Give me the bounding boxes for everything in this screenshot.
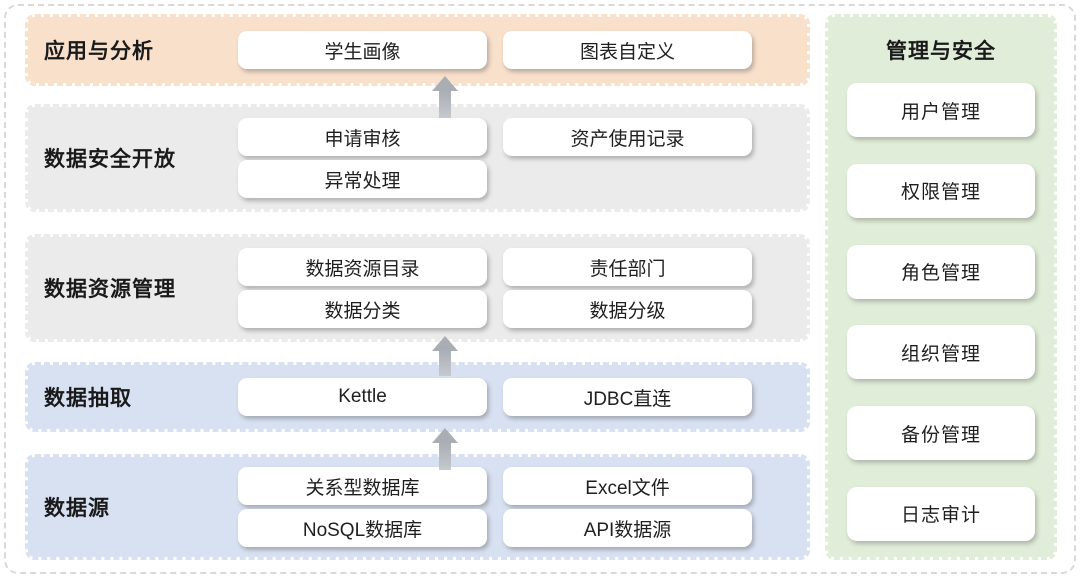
arrow-stem [439,443,451,470]
layer-modules: Kettle JDBC直连 [238,378,807,416]
module-pill: 申请审核 [238,118,487,156]
layer-data-source: 数据源 关系型数据库 Excel文件 NoSQL数据库 API数据源 [25,454,810,560]
module-pill: JDBC直连 [503,378,752,416]
module-pill: 关系型数据库 [238,467,487,505]
up-arrow-icon [432,336,458,376]
layer-modules: 学生画像图表自定义 [238,31,807,69]
arrow-head [432,428,458,443]
panel-title: 管理与安全 [886,40,996,63]
panel-module-pill: 用户管理 [847,83,1035,137]
panel-module-pill: 组织管理 [847,325,1035,380]
arrow-stem [439,91,451,118]
layer-label: 数据抽取 [44,387,132,410]
layer-application-analysis: 应用与分析 学生画像图表自定义 [25,14,810,86]
layer-label: 应用与分析 [44,40,154,63]
module-pill: 图表自定义 [503,31,752,69]
layer-modules: 关系型数据库 Excel文件 NoSQL数据库 API数据源 [238,467,807,547]
panel-module-pill: 日志审计 [847,486,1035,541]
module-pill: Kettle [238,378,487,416]
module-pill: 学生画像 [238,31,487,69]
module-pill: 数据资源目录 [238,248,487,286]
panel-management-security: 管理与安全 用户管理权限管理角色管理组织管理备份管理日志审计 [825,14,1057,560]
module-pill: 责任部门 [503,248,752,286]
panel-module-pill: 权限管理 [847,163,1035,218]
module-pill: 数据分类 [238,290,487,328]
arrow-stem [439,351,451,376]
panel-module-pill: 角色管理 [847,244,1035,299]
layer-modules: 数据资源目录责任部门数据分类数据分级 [238,248,807,328]
module-pill: 异常处理 [238,160,487,198]
module-pill: API数据源 [503,509,752,547]
layer-data-resource-management: 数据资源管理 数据资源目录责任部门数据分类数据分级 [25,234,810,342]
up-arrow-icon [432,428,458,470]
arrow-head [432,76,458,91]
arrow-head [432,336,458,351]
layer-modules: 申请审核资产使用记录异常处理 [238,118,807,198]
layer-data-security-open: 数据安全开放 申请审核资产使用记录异常处理 [25,104,810,212]
module-pill: NoSQL数据库 [238,509,487,547]
module-pill: 资产使用记录 [503,118,752,156]
layer-label: 数据源 [44,497,110,520]
panel-module-pill: 备份管理 [847,406,1035,461]
layer-label: 数据安全开放 [44,148,176,171]
layer-data-extraction: 数据抽取 Kettle JDBC直连 [25,362,810,432]
up-arrow-icon [432,76,458,118]
layer-label: 数据资源管理 [44,278,176,301]
panel-modules: 用户管理权限管理角色管理组织管理备份管理日志审计 [847,83,1035,541]
module-pill: Excel文件 [503,467,752,505]
module-pill: 数据分级 [503,290,752,328]
